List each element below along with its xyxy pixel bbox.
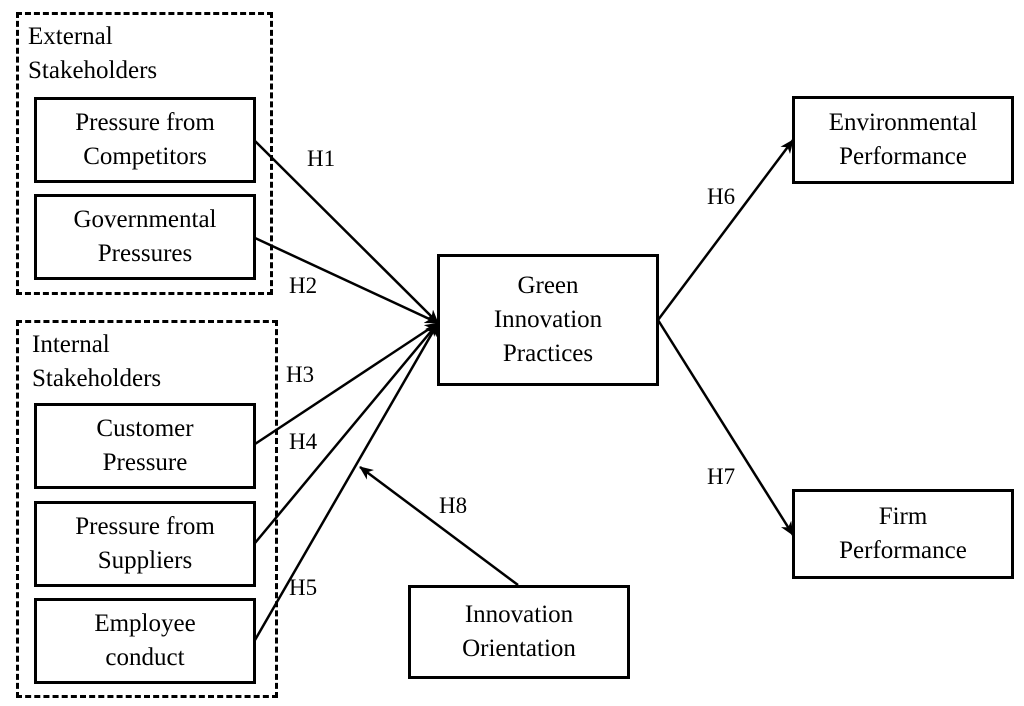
external-title-line1: External: [28, 23, 113, 50]
environmental-line1: Environmental: [828, 109, 978, 136]
box-innovation-orientation: Innovation Orientation: [408, 585, 630, 679]
orientation-line1: Innovation: [464, 601, 574, 628]
internal-stakeholders-group: [16, 320, 278, 698]
firm-line1: Firm: [878, 503, 928, 530]
label-h5: H5: [289, 575, 318, 600]
box-environmental-performance: Environmental Performance: [792, 96, 1014, 184]
arrow-h5: [253, 322, 440, 641]
box-pressure-from-competitors: Pressure from Competitors: [34, 97, 256, 183]
green-line3: Practices: [502, 340, 594, 367]
arrow-h2: [254, 236, 439, 325]
label-h2: H2: [289, 273, 318, 298]
competitors-line1: Pressure from: [75, 109, 215, 136]
governmental-line2: Pressures: [97, 240, 193, 267]
label-h7: H7: [707, 464, 736, 489]
green-line2: Innovation: [493, 306, 603, 333]
governmental-line1: Governmental: [73, 206, 217, 233]
arrow-h6: [657, 139, 794, 321]
arrow-h7: [656, 319, 795, 536]
label-h3: H3: [286, 362, 315, 387]
box-customer-pressure: Customer Pressure: [34, 403, 256, 489]
arrow-h3: [254, 321, 439, 446]
box-employee-conduct: Employee conduct: [34, 598, 256, 684]
label-h6: H6: [707, 184, 736, 209]
arrow-h4: [254, 322, 439, 544]
firm-line2: Performance: [839, 537, 967, 564]
box-green-innovation-practices: Green Innovation Practices: [437, 254, 659, 386]
external-stakeholders-group: [16, 12, 273, 295]
internal-title-line2: Stakeholders: [32, 365, 162, 392]
green-line1: Green: [517, 272, 579, 299]
label-h4: H4: [289, 429, 318, 454]
competitors-line2: Competitors: [83, 143, 207, 170]
external-stakeholders-title: External Stakeholders: [28, 20, 157, 88]
orientation-line2: Orientation: [462, 635, 576, 662]
label-h8: H8: [439, 493, 468, 518]
box-pressure-from-suppliers: Pressure from Suppliers: [34, 501, 256, 587]
employee-line2: conduct: [105, 644, 185, 671]
customer-line1: Customer: [96, 415, 194, 442]
employee-line1: Employee: [94, 610, 196, 637]
box-firm-performance: Firm Performance: [792, 489, 1014, 579]
suppliers-line1: Pressure from: [75, 513, 215, 540]
customer-line2: Pressure: [102, 449, 188, 476]
arrow-h8: [359, 465, 519, 587]
environmental-line2: Performance: [839, 143, 967, 170]
internal-title-line1: Internal: [32, 331, 110, 358]
internal-stakeholders-title: Internal Stakeholders: [32, 328, 161, 396]
box-governmental-pressures: Governmental Pressures: [34, 194, 256, 280]
external-title-line2: Stakeholders: [28, 57, 158, 84]
arrow-h1: [254, 140, 439, 324]
suppliers-line2: Suppliers: [97, 547, 193, 574]
label-h1: H1: [307, 146, 336, 171]
